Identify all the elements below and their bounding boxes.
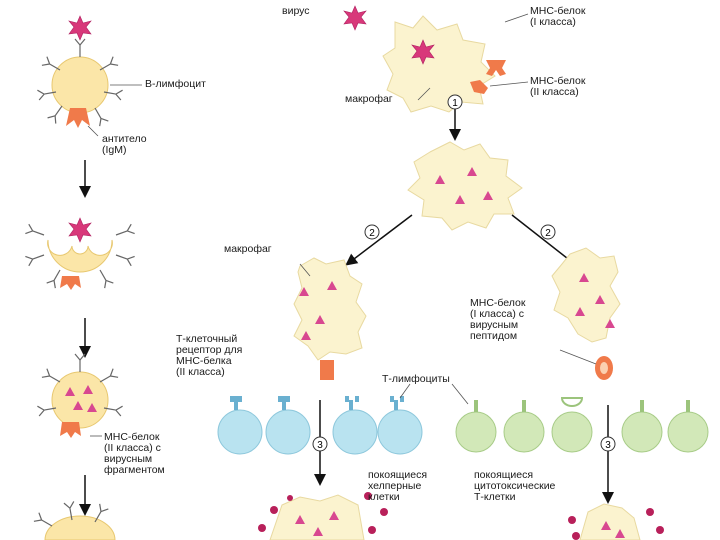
t-cytotoxic-cells	[455, 397, 709, 453]
label-mhc-class1-top: МНС-белок (I класса)	[530, 5, 586, 28]
svg-text:3: 3	[317, 440, 323, 451]
step-marker-3-left: 3	[312, 436, 328, 452]
b-lymphocyte-cell	[36, 38, 124, 128]
step-marker-3-right: 3	[600, 436, 616, 452]
label-resting-helper: покоящиеся хелперные клетки	[368, 469, 428, 503]
label-macrophage-left: макрофаг	[224, 243, 272, 255]
step-marker-2-left: 2	[364, 224, 380, 240]
label-t-cell-receptor: Т-клеточный рецептор для МНС-белка (II к…	[176, 333, 243, 378]
label-t-lymphocytes: Т-лимфоциты	[382, 373, 450, 385]
label-mhc-class1-peptide: МНС-белок (I класса) с вирусным пептидом	[470, 297, 526, 342]
svg-text:2: 2	[369, 228, 375, 239]
virus-icon	[343, 5, 367, 31]
activated-helper-cell	[258, 492, 388, 540]
svg-text:3: 3	[605, 440, 611, 451]
arrow-step-2-right	[511, 214, 577, 266]
svg-text:1: 1	[452, 98, 458, 109]
label-virus: вирус	[282, 5, 310, 17]
label-b-lymphocyte: В-лимфоцит	[145, 78, 206, 90]
t-helper-cells	[217, 396, 423, 455]
label-macrophage-top: макрофаг	[345, 93, 393, 105]
activated-cytotoxic-cell	[568, 503, 664, 540]
mhc-protein-icon	[66, 108, 90, 128]
macrophage-top	[382, 15, 506, 113]
macrophage-right	[551, 247, 621, 380]
svg-text:2: 2	[545, 228, 551, 239]
b-lymphocyte-partial	[33, 500, 116, 540]
arrow-step-2-left	[345, 214, 413, 266]
label-mhc-class2-fragment: МНС-белок (II класса) с вирусным фрагмен…	[104, 431, 165, 476]
label-mhc-class2-top: МНС-белок (II класса)	[530, 75, 586, 98]
virus-icon	[68, 15, 92, 41]
step-marker-2-right: 2	[540, 224, 556, 240]
b-lymphocyte-binding-virus	[24, 217, 136, 290]
label-antibody: антитело (IgM)	[102, 133, 147, 156]
label-resting-cytotoxic: покоящиеся цитотоксические Т-клетки	[474, 469, 556, 503]
macrophage-left	[293, 257, 367, 380]
step-marker-1: 1	[447, 94, 463, 110]
macrophage-middle	[407, 141, 523, 231]
b-lymphocyte-with-fragments	[36, 353, 124, 438]
